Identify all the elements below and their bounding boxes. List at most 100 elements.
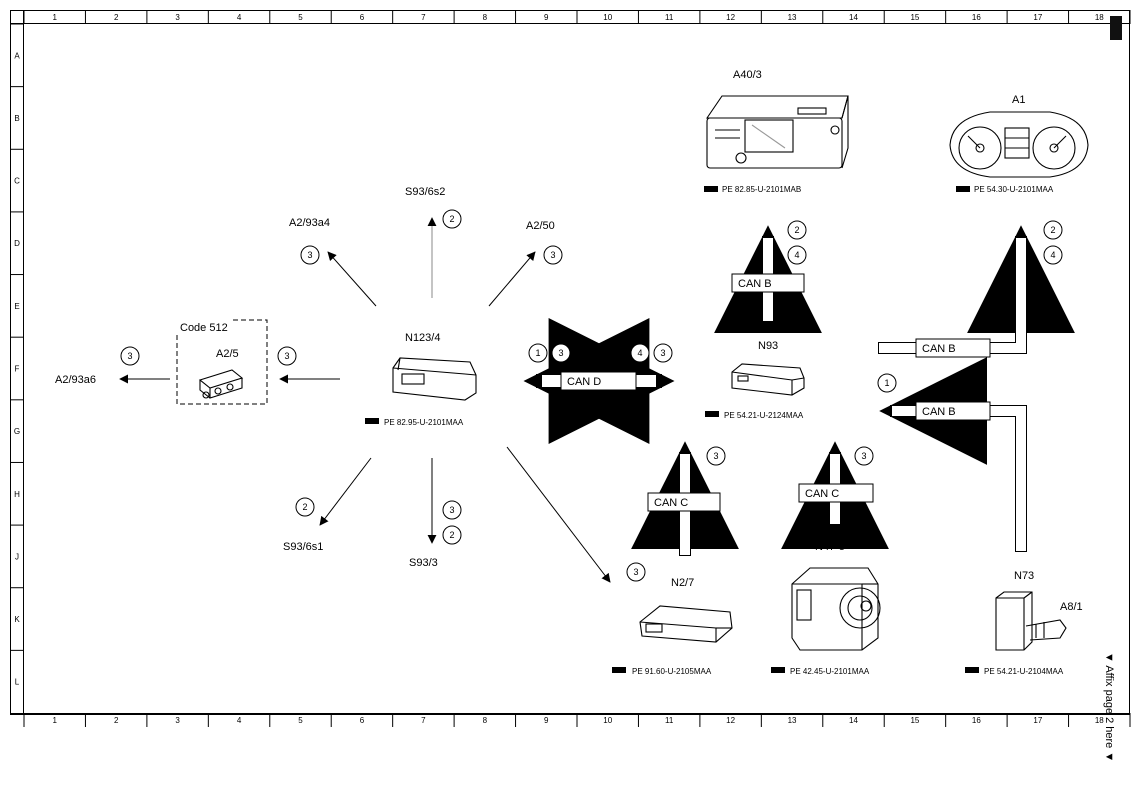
grid-column-number: 8 [483,716,488,725]
affix-page-note: ▼ Affix page 2 here ▼ [1103,652,1115,762]
circle-marker: 3 [300,245,320,265]
grid-column-number: 16 [972,13,981,22]
manual-icon [965,667,979,673]
arrow-to-n2-7 [506,446,611,583]
s93-6s1-label: S93/6s1 [283,541,323,553]
circle-marker: 3 [442,500,462,520]
manual-icon [365,418,379,424]
grid-column-number: 8 [483,13,488,22]
grid-column-number: 4 [237,716,242,725]
can-b-bus-line [879,238,1026,353]
s93-6s2-label: S93/6s2 [405,186,445,198]
control-module-n2-7-illustration [639,605,733,643]
can-c-label: CAN C [654,497,688,509]
manual-icon [956,186,970,192]
circle-marker: 2 [442,209,462,229]
grid-row-letter: J [15,552,19,561]
can-c-label-box [798,483,874,503]
can-c-label-box [647,492,721,512]
svg-text:3: 3 [127,351,132,361]
circle-marker: 2 [295,497,315,517]
circle-marker: 3 [854,446,874,466]
svg-text:4: 4 [637,348,642,358]
grid-column-number: 16 [972,716,981,725]
svg-text:4: 4 [794,250,799,260]
n47-5-label: N47-5 [815,541,845,553]
n123-4-ref: PE 82.95-U-2101MAA [384,418,464,427]
grid-row-letter: B [14,114,19,123]
grid-column-number: 7 [421,716,426,725]
grid-row-letter: A [14,51,20,60]
grid-column-number: 6 [360,13,365,22]
circle-marker: 1 [877,373,897,393]
n73-ref: PE 54.21-U-2104MAA [984,667,1064,676]
grid-column-number: 18 [1095,13,1104,22]
can-b-label: CAN B [738,278,772,290]
can-c-label: CAN C [805,488,839,500]
manual-icon [705,411,719,417]
circle-marker: 1 [528,343,548,363]
grid-column-number: 12 [726,13,735,22]
grid-row-letter: E [14,302,19,311]
circle-marker: 3 [626,562,646,582]
manual-icon [771,667,785,673]
grid-column-number: 1 [52,13,57,22]
svg-text:3: 3 [449,505,454,515]
svg-text:3: 3 [660,348,665,358]
svg-text:3: 3 [550,250,555,260]
manual-icon [612,667,626,673]
n93-ref: PE 54.21-U-2124MAA [724,411,804,420]
svg-text:2: 2 [449,530,454,540]
svg-text:2: 2 [449,214,454,224]
grid-column-number: 9 [544,13,549,22]
n2-7-ref: PE 91.60-U-2105MAA [632,667,712,676]
grid-column-number: 14 [849,716,858,725]
can-d-label: CAN D [567,376,601,388]
n93-label: N93 [758,340,778,352]
grid-column-number: 3 [175,13,180,22]
code-512-label-bg [176,318,232,334]
svg-text:2: 2 [1050,225,1055,235]
grid-column-number: 12 [726,716,735,725]
code-512-label: Code 512 [180,322,228,334]
diagram-frame [10,10,1130,715]
grid-row-letter: C [14,177,20,186]
svg-text:3: 3 [307,250,312,260]
arrow-to-s93-6s1 [319,457,372,526]
grid-row-letter: H [14,490,20,499]
can-b-label: CAN B [922,406,956,418]
grid-row-letter: L [15,678,20,687]
a8-1-label: A8/1 [1060,601,1083,613]
a1-label: A1 [1012,94,1025,106]
grid-column-number: 5 [298,716,303,725]
head-unit-illustration [705,95,849,169]
circle-marker: 4 [787,245,807,265]
connector-a2-5-illustration [198,369,244,399]
circle-marker: 2 [442,525,462,545]
grid-column-number: 11 [665,716,674,725]
grid-column-number: 13 [788,13,797,22]
svg-text:1: 1 [884,378,889,388]
n73-label: N73 [1014,570,1034,582]
grid-column-number: 17 [1033,716,1042,725]
circle-marker: 3 [653,343,673,363]
a2-50-label: A2/50 [526,220,555,232]
grid-column-number: 15 [910,13,919,22]
n47-5-ref: PE 42.45-U-2101MAA [790,667,870,676]
can-b-label-box [915,401,991,421]
control-module-n123-illustration [392,357,477,401]
circle-marker: 4 [1043,245,1063,265]
a1-ref: PE 54.30-U-2101MAA [974,185,1054,194]
circle-marker: 4 [630,343,650,363]
grid-column-number: 6 [360,716,365,725]
grid-column-number: 3 [175,716,180,725]
circle-marker: 3 [277,346,297,366]
grid-row-letter: F [15,365,20,374]
circle-marker: 3 [120,346,140,366]
svg-text:2: 2 [794,225,799,235]
s93-3-label: S93/3 [409,557,438,569]
grid-column-number: 4 [237,13,242,22]
circle-marker: 3 [706,446,726,466]
a2-93a6-label: A2/93a6 [55,374,96,386]
